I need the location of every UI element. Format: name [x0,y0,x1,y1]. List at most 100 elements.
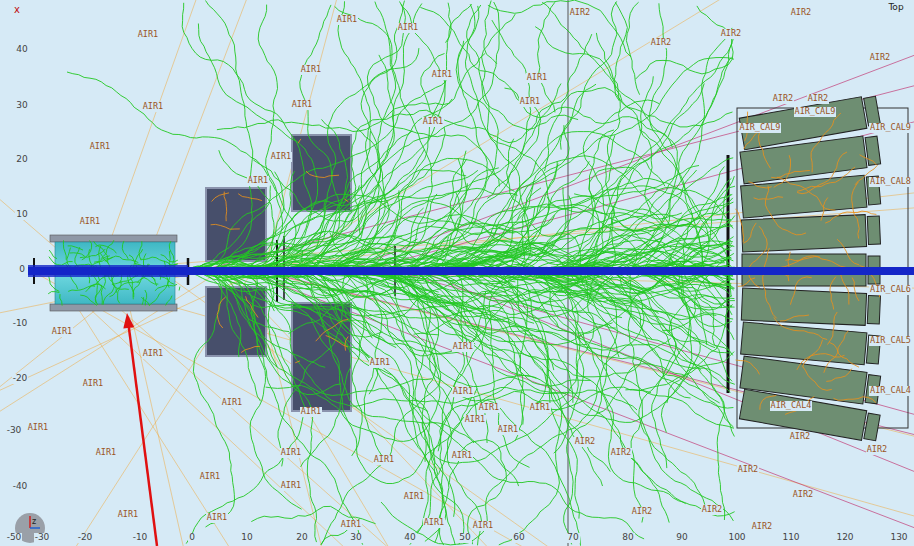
region-label: AIR1 [423,518,445,527]
region-label: AIR1 [206,513,228,522]
region-label: AIR1 [336,15,358,24]
axis-tick-label: 0 [18,265,26,275]
region-label: AIR1 [519,97,541,106]
region-label: AIR2 [610,448,632,457]
axis-tick-label: 30 [15,101,28,111]
region-label: AIR2 [807,94,829,103]
axis-label: z [32,518,36,527]
region-label: AIR1 [529,403,551,412]
axis-tick-label: -30 [34,533,51,543]
region-label: AIR1 [472,521,494,530]
region-label: AIR2 [866,445,888,454]
region-label: AIR2 [574,437,596,446]
region-label: AIR1 [79,217,101,226]
region-label: AIR1 [422,117,444,126]
axis-tick-label: 60 [512,533,525,543]
region-label: AIR2 [789,432,811,441]
region-label: AIR1 [451,451,473,460]
target-shield [50,304,177,311]
region-label: AIR2 [869,53,891,62]
axis-tick-label: 120 [835,533,854,543]
region-label: AIR1 [199,472,221,481]
region-label: AIR1 [280,481,302,490]
axis-label: Top [888,3,903,13]
region-label: AIR2 [650,38,672,47]
axis-tick-label: 20 [295,533,308,543]
region-label: AIR_CAL4 [770,401,813,410]
region-label: AIR2 [751,522,773,531]
region-label: AIR1 [403,492,425,501]
region-label: AIR1 [497,425,519,434]
region-label: AIR1 [142,349,164,358]
region-label: AIR1 [340,520,362,529]
axis-tick-label: 30 [349,533,362,543]
region-label: AIR1 [397,23,419,32]
axis-tick-label: -20 [77,533,94,543]
axis-tick-label: 40 [403,533,416,543]
axis-icon [30,527,40,529]
region-label: AIR1 [247,176,269,185]
axis-tick-label: 10 [240,533,253,543]
axis-tick-label: 100 [727,533,746,543]
region-label: AIR2 [737,465,759,474]
axis-tick-label: 70 [566,533,579,543]
axis-tick-label: -10 [12,319,29,329]
region-label: AIR1 [51,327,73,336]
region-label: AIR1 [369,358,391,367]
region-label: AIR_CAL5 [869,336,912,345]
axis-tick-label: 110 [781,533,800,543]
region-label: AIR1 [142,102,164,111]
region-label: AIR1 [117,510,139,519]
region-label: AIR2 [569,8,591,17]
region-label: AIR1 [478,403,500,412]
axis-tick-label: 40 [15,45,28,55]
region-label: AIR_CAL6 [869,285,912,294]
axis-label: x [14,4,20,15]
axis-tick-label: 50 [458,533,471,543]
region-label: AIR2 [772,94,794,103]
region-label: AIR1 [431,70,453,79]
region-label: AIR_CAL4 [869,386,912,395]
region-label: AIR1 [452,387,474,396]
axis-tick-label: -30 [6,426,23,436]
region-label: AIR1 [373,455,395,464]
region-label: AIR1 [464,415,486,424]
axis-tick-label: 80 [621,533,634,543]
region-label: AIR2 [720,29,742,38]
region-label: AIR_CAL8 [869,177,912,186]
region-label: AIR_CAL9 [794,107,837,116]
region-label: AIR2 [631,507,653,516]
axis-tick-label: -50 [6,533,23,543]
region-label: AIR_CAL9 [869,123,912,132]
region-label: AIR1 [291,100,313,109]
region-label: AIR2 [792,490,814,499]
axis-tick-label: 90 [675,533,688,543]
axis-tick-label: 10 [15,210,28,220]
axis-tick-label: 130 [889,533,908,543]
orange-tracks [211,112,880,415]
region-label: AIR1 [526,73,548,82]
region-label: AIR1 [300,65,322,74]
region-label: AIR_CAL9 [739,123,782,132]
neutral-track [211,112,880,415]
region-label: AIR1 [452,342,474,351]
region-label: AIR1 [27,423,49,432]
region-label: AIR1 [137,30,159,39]
axis-tick-label: -40 [12,482,29,492]
axis-icon [29,516,31,528]
region-label: AIR1 [270,152,292,161]
region-label: AIR1 [95,448,117,457]
region-label: AIR1 [221,398,243,407]
axis-tick-label: 0 [188,533,196,543]
region-label: AIR2 [701,505,723,514]
axis-tick-label: -10 [132,533,149,543]
region-label: AIR1 [280,448,302,457]
region-label: AIR1 [89,142,111,151]
axis-tick-label: 20 [15,155,28,165]
region-label: AIR1 [82,379,104,388]
pointer-arrowhead [123,313,134,329]
region-label: AIR2 [790,8,812,17]
